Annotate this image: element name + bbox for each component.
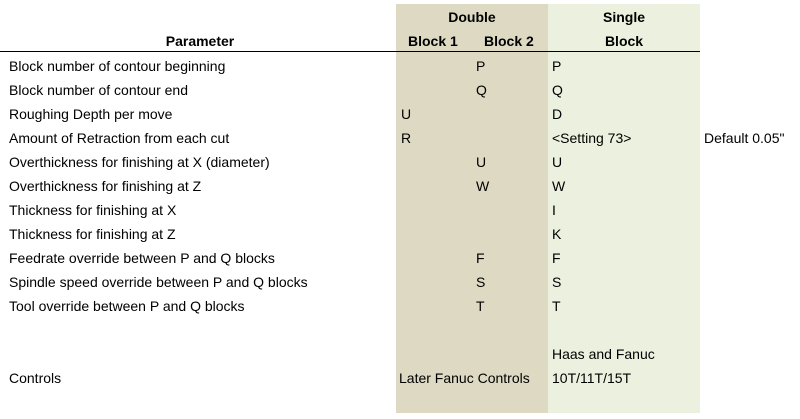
- row-single-block: S: [552, 274, 562, 290]
- header-block: Block: [604, 33, 644, 49]
- row-parameter: Block number of contour end: [9, 82, 188, 98]
- row-block-2: P: [476, 58, 486, 74]
- header-parameter: Parameter: [165, 33, 235, 49]
- row-single-block: T: [552, 298, 561, 314]
- row-parameter: Roughing Depth per move: [9, 106, 173, 122]
- single-block-column-band: [548, 4, 700, 413]
- header-single: Single: [602, 9, 645, 25]
- row-single-block: U: [552, 154, 563, 170]
- controls-single-line-1: Haas and Fanuc: [552, 346, 655, 362]
- row-block-2: S: [476, 274, 486, 290]
- row-parameter: Overthickness for finishing at Z: [9, 178, 202, 194]
- header-block-1: Block 1: [408, 33, 458, 49]
- row-single-block: Q: [552, 82, 563, 98]
- row-parameter: Overthickness for finishing at X (diamet…: [9, 154, 270, 170]
- row-single-block: <Setting 73>: [552, 130, 632, 146]
- header-divider: [0, 51, 700, 52]
- controls-label: Controls: [9, 370, 62, 386]
- header-double: Double: [448, 9, 496, 25]
- row-note: Default 0.05": [704, 130, 785, 146]
- row-parameter: Amount of Retraction from each cut: [9, 130, 230, 146]
- row-block-2: T: [476, 298, 485, 314]
- row-parameter: Tool override between P and Q blocks: [9, 298, 245, 314]
- row-single-block: P: [552, 58, 562, 74]
- row-single-block: I: [552, 202, 556, 218]
- row-parameter: Feedrate override between P and Q blocks: [9, 250, 275, 266]
- header-block-2: Block 2: [484, 33, 534, 49]
- row-block-2: Q: [476, 82, 487, 98]
- row-parameter: Thickness for finishing at X: [9, 202, 177, 218]
- double-block-column-band: [396, 4, 548, 413]
- row-single-block: D: [552, 106, 563, 122]
- row-block-2: W: [476, 178, 490, 194]
- row-single-block: F: [552, 250, 561, 266]
- row-single-block: K: [552, 226, 562, 242]
- controls-single-line-2: 10T/11T/15T: [552, 370, 632, 386]
- row-block-1: U: [401, 106, 412, 122]
- row-single-block: W: [552, 178, 566, 194]
- row-parameter: Block number of contour beginning: [9, 58, 226, 74]
- controls-double: Later Fanuc Controls: [399, 370, 530, 386]
- row-block-2: F: [476, 250, 485, 266]
- row-parameter: Thickness for finishing at Z: [9, 226, 176, 242]
- row-parameter: Spindle speed override between P and Q b…: [9, 274, 308, 290]
- row-block-2: U: [476, 154, 487, 170]
- row-block-1: R: [401, 130, 412, 146]
